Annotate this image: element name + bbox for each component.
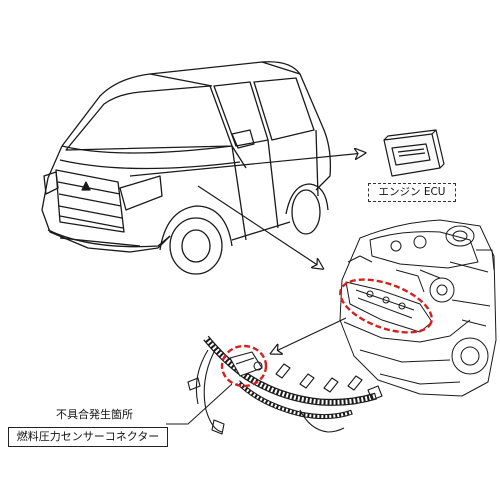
sensor-connector-highlight <box>220 344 268 388</box>
defect-location-label: 不具合発生箇所 <box>56 408 133 421</box>
arrow-to-connector <box>272 317 347 353</box>
fuel-rail-highlight <box>339 278 433 334</box>
engine-illustration <box>339 219 497 397</box>
arrow-to-engine <box>197 185 322 268</box>
vehicle-illustration <box>41 61 332 275</box>
arrow-to-ecu <box>129 153 364 177</box>
ecu-label: エンジン ECU <box>368 183 456 202</box>
leader-line <box>166 383 233 425</box>
ecu-illustration <box>383 129 445 177</box>
part-name-label: 燃料圧力センサーコネクター <box>8 427 168 447</box>
wire-harness-illustration <box>187 335 383 435</box>
